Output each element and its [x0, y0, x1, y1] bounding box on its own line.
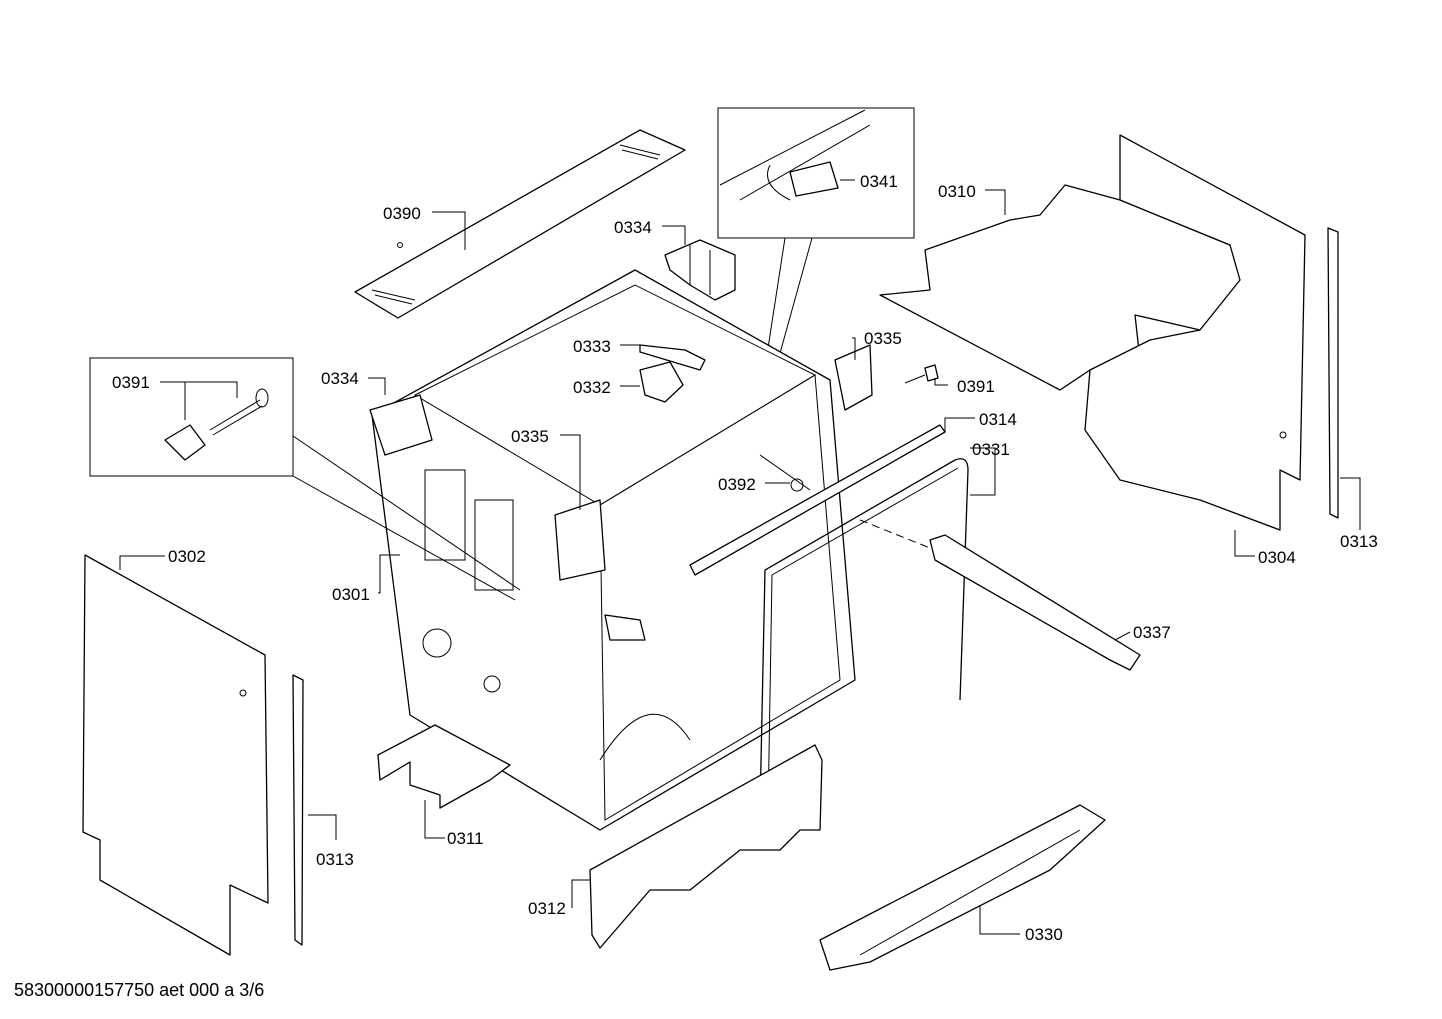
callout-labels: 0390 0334 0341 0310 0333 0332 0335 0391 …: [112, 172, 1378, 944]
part-0337-bar: [859, 519, 1141, 671]
callout-0302: 0302: [168, 547, 206, 566]
part-0341-inset: [717, 107, 915, 401]
callout-0304: 0304: [1258, 548, 1296, 567]
part-0302-side-panel: [82, 554, 269, 956]
callout-0334-left: 0334: [321, 369, 359, 388]
part-0330-tray: [819, 804, 1106, 971]
part-0391-inset: [89, 357, 521, 601]
part-0392-hinge: [759, 454, 811, 492]
callout-0310: 0310: [938, 182, 976, 201]
part-0311-base-foam: [377, 724, 511, 809]
part-0313-right-strip: [1327, 227, 1339, 519]
callout-0391-inset: 0391: [112, 373, 150, 392]
part-0391-screw: [904, 364, 939, 384]
part-0390-top-plate: [354, 129, 686, 319]
drawing-reference-code: 58300000157750 aet 000 a 3/6: [14, 980, 265, 1000]
part-0313-left-strip: [292, 674, 304, 946]
part-0334-upper-bracket: [664, 239, 736, 301]
part-0301-tub: [369, 269, 873, 831]
callout-0391-right: 0391: [957, 377, 995, 396]
callout-0331: 0331: [972, 440, 1010, 459]
callout-0333: 0333: [573, 337, 611, 356]
callout-0390: 0390: [383, 204, 421, 223]
part-0312-front-foam: [589, 744, 823, 949]
callout-0392: 0392: [718, 475, 756, 494]
callout-0332: 0332: [573, 378, 611, 397]
callout-0335-right: 0335: [864, 329, 902, 348]
part-0331-seal: [759, 458, 969, 816]
callout-0341: 0341: [860, 172, 898, 191]
part-0333-0332-switches: [639, 344, 706, 403]
callout-0311: 0311: [447, 829, 484, 848]
part-0304-side-panel: [1084, 134, 1306, 531]
callout-0337: 0337: [1133, 623, 1171, 642]
callout-0313-left: 0313: [316, 850, 354, 869]
callout-0330: 0330: [1025, 925, 1063, 944]
callout-0314: 0314: [979, 410, 1017, 429]
callout-0312: 0312: [528, 899, 566, 918]
callout-0334-upper: 0334: [614, 218, 652, 237]
callout-0301: 0301: [332, 585, 370, 604]
leader-lines: [119, 179, 1361, 935]
callout-0313-right: 0313: [1340, 532, 1378, 551]
callout-0335-center: 0335: [511, 427, 549, 446]
